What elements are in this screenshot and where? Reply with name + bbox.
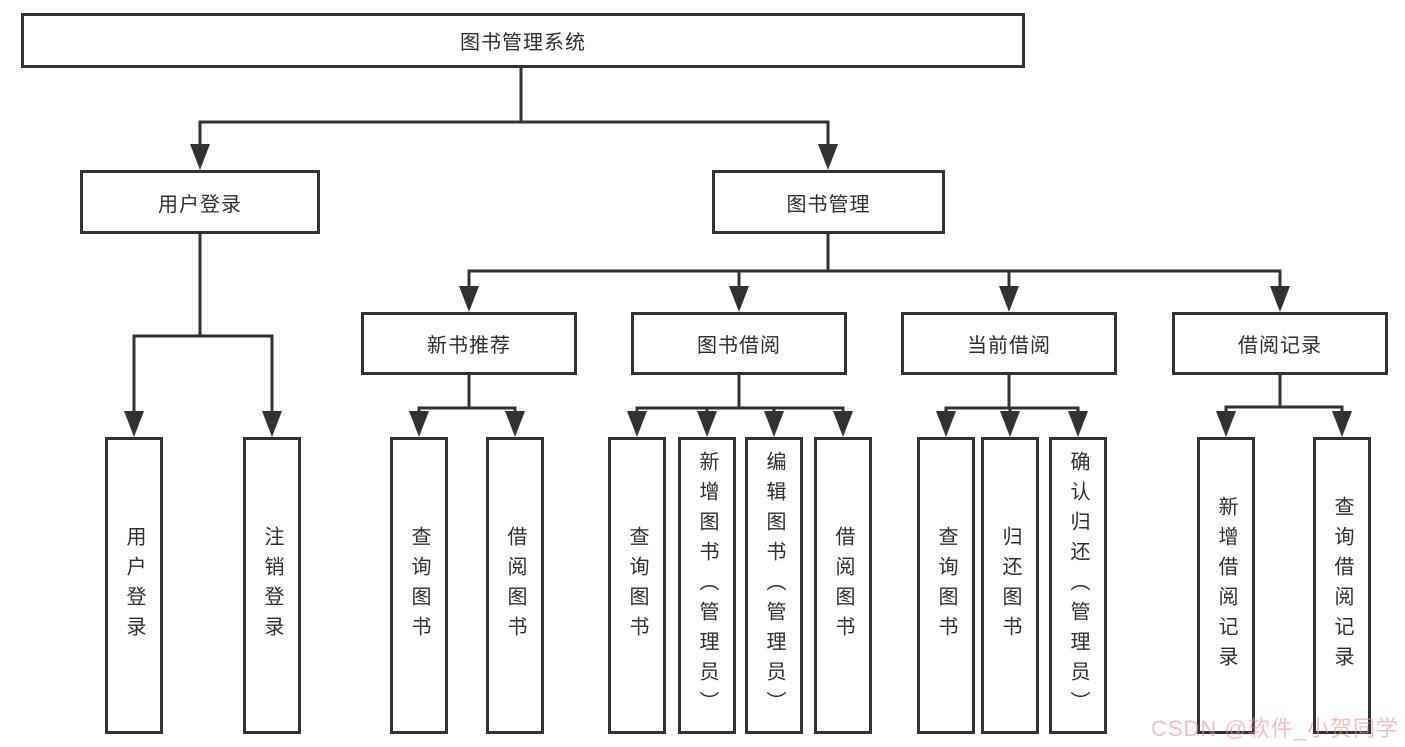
leaf-borrow-book: 借阅图书 [814,437,872,734]
arrowhead-icon [1068,411,1088,437]
arrowhead-icon [833,411,853,437]
csdn-watermark: CSDN @软件_小贺同学 [1150,716,1399,741]
leaf-edit-book-admin: 编辑图书（管理员） [745,437,803,734]
leaf-logout: 注销登录 [243,437,301,734]
leaf-recommend-borrow-book: 借阅图书 [486,437,544,734]
leaf-return-book: 归还图书 [981,437,1039,734]
leaf-recommend-query-book-label: 查询图书 [408,525,430,646]
leaf-borrow-book-label: 借阅图书 [832,525,854,646]
leaf-add-borrow-record-label: 新增借阅记录 [1215,495,1237,676]
leaf-recommend-query-book: 查询图书 [390,437,448,734]
node-root: 图书管理系统 [21,13,1025,68]
node-current-borrow-label: 当前借阅 [967,335,1051,357]
arrowhead-icon [459,286,479,312]
node-current-borrow: 当前借阅 [901,312,1117,375]
arrowhead-icon [505,411,525,437]
arrowhead-icon [936,411,956,437]
leaf-current-query-book: 查询图书 [917,437,975,734]
arrowhead-icon [262,411,282,437]
leaf-confirm-return-admin: 确认归还（管理员） [1049,437,1107,734]
leaf-borrow-query-book: 查询图书 [608,437,666,734]
arrowhead-icon [1270,286,1290,312]
node-book-borrow-label: 图书借阅 [697,335,781,357]
leaf-current-query-book-label: 查询图书 [935,525,957,646]
arrowhead-icon [124,411,144,437]
arrowhead-icon [729,286,749,312]
node-user-login-label: 用户登录 [158,193,242,216]
node-new-book-recommend: 新书推荐 [361,312,577,375]
node-book-management-label: 图书管理 [786,193,871,216]
node-new-book-recommend-label: 新书推荐 [427,335,511,357]
node-book-management: 图书管理 [712,170,945,234]
leaf-logout-label: 注销登录 [261,525,283,646]
arrowhead-icon [697,411,717,437]
arrowhead-icon [999,286,1019,312]
node-borrow-records-label: 借阅记录 [1238,335,1322,357]
node-book-borrow: 图书借阅 [631,312,847,375]
leaf-add-book-admin: 新增图书（管理员） [678,437,736,734]
leaf-borrow-query-book-label: 查询图书 [626,525,648,646]
arrowhead-icon [764,411,784,437]
leaf-query-borrow-record: 查询借阅记录 [1313,437,1371,734]
arrowhead-icon [409,411,429,437]
leaf-confirm-return-admin-label: 确认归还（管理员） [1067,450,1089,721]
leaf-user-login: 用户登录 [105,437,163,734]
arrowhead-icon [1216,411,1236,437]
arrowhead-icon [818,144,838,170]
leaf-user-login-label: 用户登录 [123,525,145,646]
arrowhead-icon [1332,411,1352,437]
leaf-add-book-admin-label: 新增图书（管理员） [696,450,718,721]
arrowhead-icon [1000,411,1020,437]
node-root-label: 图书管理系统 [460,32,586,54]
leaf-query-borrow-record-label: 查询借阅记录 [1331,495,1353,676]
leaf-add-borrow-record: 新增借阅记录 [1197,437,1255,734]
leaf-recommend-borrow-book-label: 借阅图书 [504,525,526,646]
node-borrow-records: 借阅记录 [1172,312,1388,375]
leaf-edit-book-admin-label: 编辑图书（管理员） [763,450,785,721]
arrowhead-icon [627,411,647,437]
arrowhead-icon [190,144,210,170]
leaf-return-book-label: 归还图书 [999,525,1021,646]
node-user-login: 用户登录 [80,170,320,234]
